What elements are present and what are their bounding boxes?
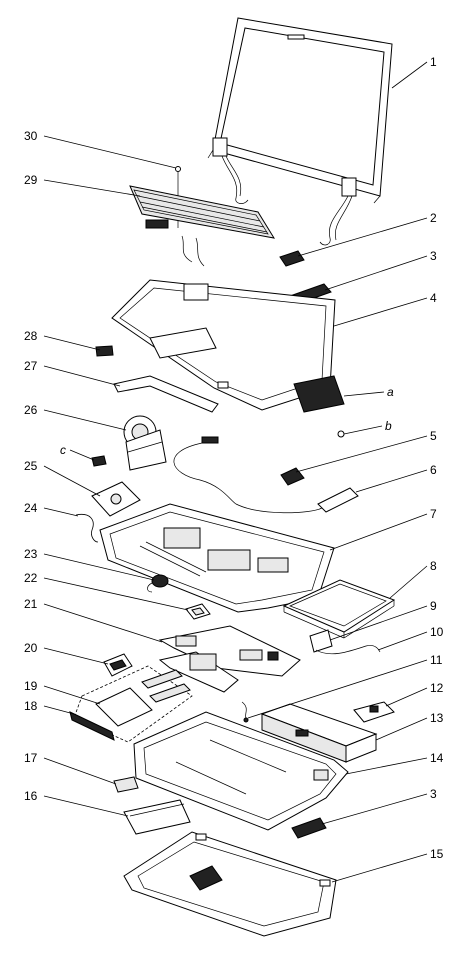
callout-26: 26 (24, 403, 38, 417)
callout-18: 18 (24, 699, 38, 713)
optical-drive (282, 579, 396, 639)
callout-30: 30 (24, 129, 38, 143)
callout-13: 13 (430, 711, 444, 725)
lcd-display-assembly (207, 17, 393, 246)
base-frame (99, 503, 335, 613)
keyboard (129, 185, 276, 267)
antenna-speaker (173, 436, 359, 514)
callout-3b: 3 (430, 787, 437, 801)
callout-4: 4 (430, 291, 437, 305)
callout-23: 23 (24, 547, 38, 561)
door-16 (123, 799, 191, 835)
callout-a: a (387, 385, 394, 399)
callout-22: 22 (24, 571, 38, 585)
small-board-12 (353, 701, 395, 723)
cpu (185, 603, 211, 620)
rtc-battery (147, 574, 169, 593)
callout-29: 29 (24, 173, 38, 187)
cable-10 (315, 645, 381, 655)
dock-base-15 (123, 831, 337, 937)
memory-module-bottom (291, 817, 327, 839)
cable-24 (75, 513, 99, 543)
callout-17: 17 (24, 751, 38, 765)
callout-25: 25 (24, 459, 38, 473)
small-part-c (91, 455, 107, 467)
leader-lines (43, 61, 428, 883)
bracket-20 (103, 653, 133, 677)
callout-21: 21 (24, 597, 38, 611)
callout-11: 11 (430, 653, 443, 667)
callout-24: 24 (24, 501, 38, 515)
callout-28: 28 (24, 329, 38, 343)
callout-2: 2 (430, 211, 437, 225)
callout-5: 5 (430, 429, 437, 443)
touchpad-cable (113, 375, 219, 413)
cable-11 (241, 701, 249, 723)
card-5 (280, 467, 305, 486)
callout-10: 10 (430, 625, 444, 639)
card-slot-cover (91, 481, 141, 517)
callout-b: b (385, 419, 392, 433)
small-bracket (95, 345, 114, 357)
bottom-base (133, 711, 349, 831)
callout-1: 1 (430, 55, 437, 69)
callout-12: 12 (430, 681, 444, 695)
bracket-9 (309, 629, 333, 653)
callout-9: 9 (430, 599, 437, 613)
callout-16: 16 (24, 789, 38, 803)
callout-3: 3 (430, 249, 437, 263)
callout-6: 6 (430, 463, 437, 477)
wireless-card (279, 250, 305, 267)
callout-14: 14 (430, 751, 444, 765)
callout-7: 7 (430, 507, 437, 521)
palm-rest (111, 279, 336, 411)
hard-disk-group (69, 665, 193, 743)
callout-20: 20 (24, 641, 38, 655)
cover-17 (113, 776, 139, 793)
callout-c: c (60, 443, 66, 457)
small-part-b (337, 430, 345, 438)
callout-19: 19 (24, 679, 38, 693)
battery (260, 703, 378, 763)
callout-27: 27 (24, 359, 38, 373)
callout-8: 8 (430, 559, 437, 573)
memory-cover (293, 375, 345, 413)
fan-heatsink (123, 415, 167, 471)
callout-15: 15 (430, 847, 444, 861)
system-board (158, 625, 301, 693)
